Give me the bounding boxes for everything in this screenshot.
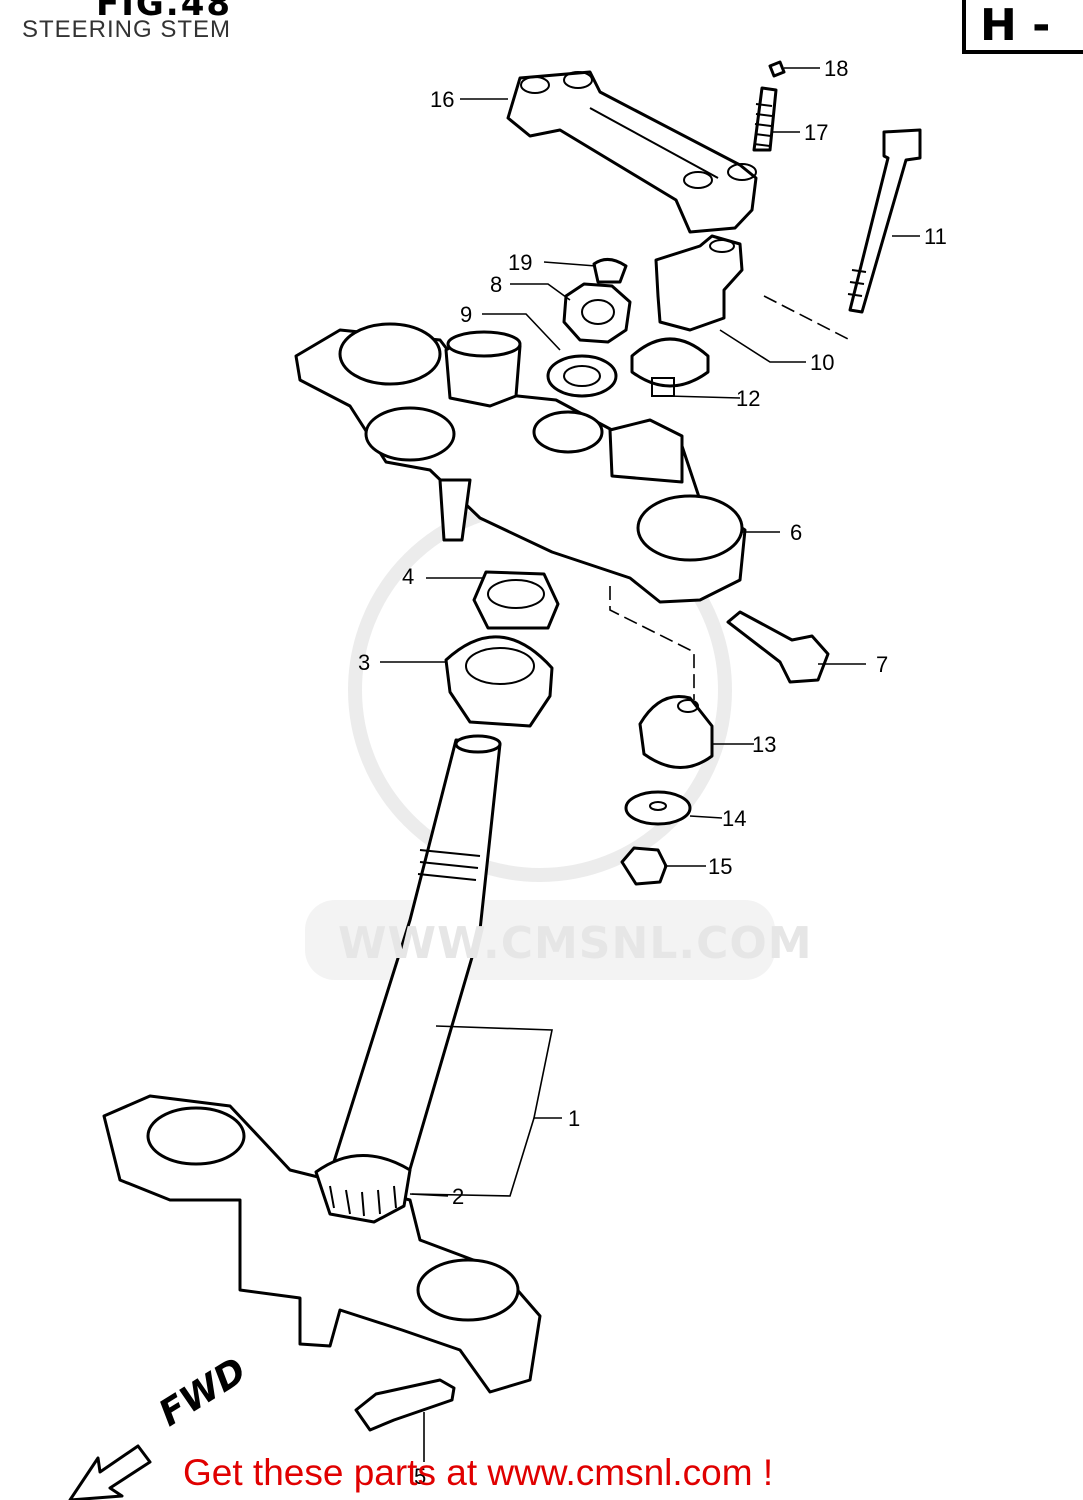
- part-2-bearing: [314, 1154, 412, 1224]
- callout-18: 18: [824, 56, 848, 81]
- part-7-bolt: [726, 610, 830, 684]
- callout-13: 13: [752, 732, 776, 757]
- part-15-nut: [620, 846, 668, 886]
- callout-9: 9: [460, 302, 472, 327]
- watermark-url: WWW.CMSNL.COM: [338, 918, 813, 969]
- callout-10: 10: [810, 350, 834, 375]
- part-9-washer: [546, 354, 618, 398]
- callout-17: 17: [804, 120, 828, 145]
- part-14-washer: [624, 790, 692, 826]
- part-8-nut: [562, 282, 632, 344]
- part-4-ring-nut: [472, 570, 560, 630]
- section-badge: H -: [962, 0, 1083, 54]
- callout-15: 15: [708, 854, 732, 879]
- callout-2: 2: [452, 1184, 464, 1209]
- part-13-damper: [638, 695, 714, 769]
- part-18-cap: [768, 60, 786, 78]
- callout-3: 3: [358, 650, 370, 675]
- section-label: H -: [980, 0, 1051, 51]
- part-6-upper-bracket: [294, 322, 747, 604]
- callout-19: 19: [508, 250, 532, 275]
- leader-lines: [380, 67, 920, 1462]
- fwd-arrow-icon: [68, 1444, 152, 1500]
- part-3-bearing: [444, 635, 554, 728]
- figure-number: FIG.48: [96, 0, 233, 24]
- callout-14: 14: [722, 806, 746, 831]
- diagram-title: STEERING STEM: [22, 16, 232, 43]
- part-19-cap: [592, 258, 628, 284]
- callout-7: 7: [876, 652, 888, 677]
- promo-text[interactable]: Get these parts at www.cmsnl.com !: [183, 1452, 774, 1493]
- callout-4: 4: [402, 564, 414, 589]
- callout-16: 16: [430, 87, 454, 112]
- part-1-steering-stem: [102, 734, 542, 1394]
- callout-11: 11: [924, 224, 947, 249]
- part-10-clamp: [654, 234, 744, 332]
- part-5-bolt: [354, 1378, 456, 1432]
- part-17-bolt: [752, 86, 778, 152]
- part-16-handlebar-holder: [506, 70, 758, 234]
- callout-8: 8: [490, 272, 502, 297]
- callout-12: 12: [736, 386, 760, 411]
- callout-labels: 1 2 3 4 5 6 7 8 9 10 11 12 13 14 15 16 1…: [358, 56, 947, 1489]
- callout-5: 5: [414, 1464, 426, 1489]
- callout-1: 1: [568, 1106, 580, 1131]
- part-12-damper: [630, 337, 710, 397]
- callout-6: 6: [790, 520, 802, 545]
- part-11-long-bolt: [847, 128, 922, 314]
